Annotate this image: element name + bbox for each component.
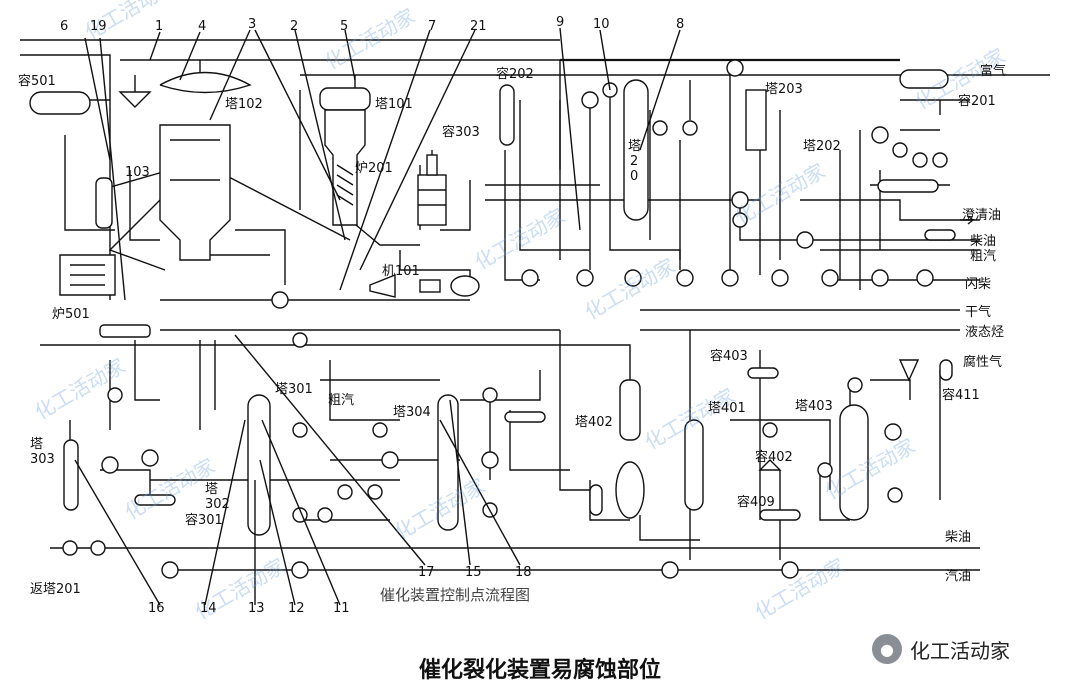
point-6: 6 (60, 19, 68, 34)
label-rong411: 容411 (942, 387, 980, 403)
point-7: 7 (428, 19, 436, 34)
lower-pipes (40, 309, 980, 571)
label-rong409: 容409 (737, 494, 775, 510)
label-ji101: 机101 (382, 264, 420, 279)
point-12: 12 (288, 601, 305, 616)
watermark-text: 化工活动家 (821, 434, 920, 505)
point-13: 13 (248, 601, 265, 616)
stream-cuqi-lower: 粗汽 (328, 393, 354, 408)
stream-chaiyou: 柴油 (970, 234, 996, 249)
label-rong202: 容202 (496, 66, 534, 82)
stream-fuxingqi: 腐性气 (963, 354, 1002, 370)
point-3: 3 (248, 17, 256, 32)
label-ta403: 塔403 (795, 399, 833, 414)
label-ta304: 塔304 (393, 405, 431, 420)
point-5: 5 (340, 19, 348, 34)
stream-cuqi: 粗汽 (970, 249, 996, 264)
label-rong201: 容201 (958, 93, 996, 109)
stream-labels: 富气 澄清油 柴油 粗汽 闪柴 干气 液态烃 粗汽 腐性气 柴油 汽油 (328, 63, 1006, 584)
point-labels: 1 2 3 4 5 6 7 8 9 10 11 12 13 14 15 16 1… (60, 15, 684, 616)
label-fanta201: 返塔201 (30, 582, 81, 597)
stream-shanchai: 闪柴 (965, 277, 991, 292)
stream-qiyou: 汽油 (945, 569, 971, 584)
label-ta402: 塔402 (575, 415, 613, 430)
label-ta101: 塔101 (375, 97, 413, 112)
upper-equipment (29, 59, 975, 309)
stream-chengqingyou: 澄清油 (962, 208, 1001, 223)
point-21: 21 (470, 19, 487, 34)
watermark-text: 化工活动家 (581, 254, 680, 325)
point-8: 8 (676, 17, 684, 32)
label-rong501: 容501 (18, 73, 56, 89)
label-ta102: 塔102 (225, 97, 263, 112)
label-ta2: 塔 (628, 139, 641, 154)
leader-lines (74, 27, 681, 606)
label-ta202: 塔202 (803, 139, 841, 154)
point-10: 10 (593, 17, 610, 32)
point-14: 14 (200, 601, 217, 616)
point-15: 15 (465, 565, 482, 580)
stream-ganqi: 干气 (965, 304, 991, 320)
label-103: 103 (125, 165, 150, 180)
watermark: 化工活动家 化工活动家 化工活动家 化工活动家 化工活动家 化工活动家 化工活动… (31, 0, 1010, 624)
point-2: 2 (290, 19, 298, 34)
label-rong301: 容301 (185, 512, 223, 528)
label-ta203: 塔203 (765, 82, 803, 97)
point-9: 9 (556, 15, 564, 30)
point-1: 1 (155, 19, 163, 34)
label-ta401: 塔401 (708, 401, 746, 416)
label-ta2-digit: 2 (630, 154, 638, 169)
point-11: 11 (333, 601, 350, 616)
label-ta301: 塔301 (275, 382, 313, 397)
label-rong303: 容303 (442, 124, 480, 140)
page-title: 催化裂化装置易腐蚀部位 (418, 658, 661, 683)
stream-chaiyou-lower: 柴油 (945, 530, 971, 545)
watermark-text: 化工活动家 (751, 554, 850, 625)
diagram-caption: 催化装置控制点流程图 (380, 586, 531, 604)
label-rong403: 容403 (710, 348, 748, 364)
brand-name: 化工活动家 (910, 638, 1010, 663)
label-lu501: 炉501 (52, 307, 90, 322)
label-lu201: 炉201 (355, 161, 393, 176)
stream-fuqi: 富气 (980, 63, 1006, 79)
brand-badge: ● 化工活动家 (872, 634, 1010, 664)
lower-equipment (62, 324, 953, 579)
point-17: 17 (418, 565, 435, 580)
label-rong402: 容402 (755, 449, 793, 465)
wechat-icon: ● (872, 634, 902, 664)
watermark-text: 化工活动家 (321, 4, 420, 75)
point-18: 18 (515, 565, 532, 580)
point-4: 4 (198, 19, 206, 34)
label-ta2-digit: 0 (630, 169, 638, 184)
stream-yetaiting: 液态烃 (965, 325, 1004, 340)
point-19: 19 (90, 19, 107, 34)
equipment-labels: 容501 塔102 塔101 容202 容303 炉201 机101 炉501 … (18, 66, 996, 597)
point-16: 16 (148, 601, 165, 616)
